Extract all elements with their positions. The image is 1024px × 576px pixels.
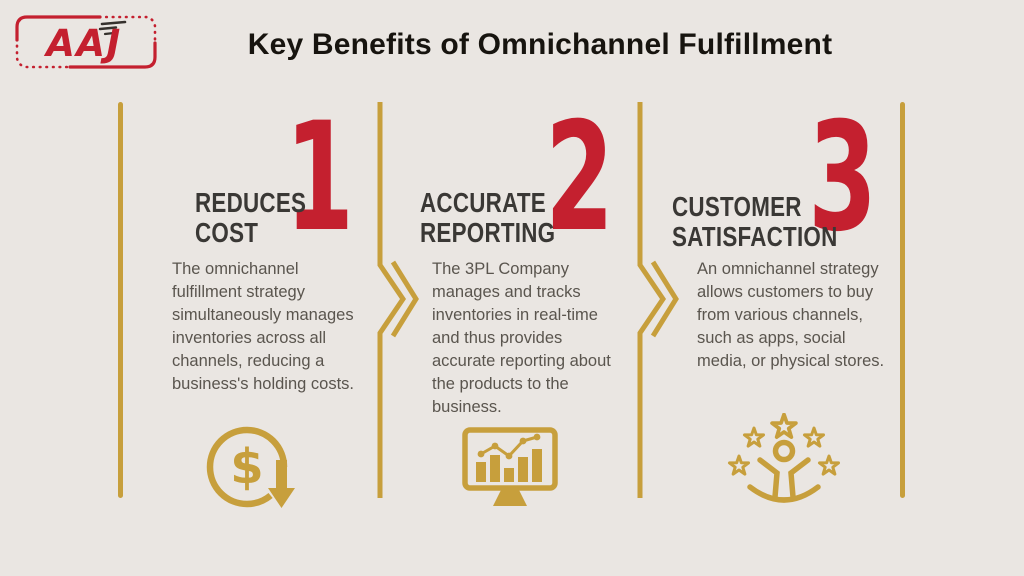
benefit-title: CUSTOMER SATISFACTION	[672, 191, 838, 252]
benefit-title: REDUCES COST	[195, 187, 307, 248]
benefit-description: The 3PL Company manages and tracks inven…	[432, 260, 611, 416]
chevron-divider-2	[637, 102, 679, 498]
benefit-number: 3	[808, 91, 877, 265]
benefit-description: An omnichannel strategy allows customers…	[697, 260, 885, 370]
logo-border-top-left	[15, 15, 102, 42]
down-arrow-icon	[268, 460, 295, 508]
benefit-title: ACCURATE REPORTING	[420, 187, 556, 248]
customer-stars-icon	[724, 412, 844, 518]
monitor-stand	[493, 490, 527, 506]
dollar-decrease-icon: $	[200, 420, 300, 521]
logo-border-bottom-right	[68, 41, 157, 69]
aaj-logo: AAJ	[15, 15, 157, 69]
benefit-column-customer-satisfaction: 3 CUSTOMER SATISFACTION An omnichannel s…	[640, 100, 903, 520]
happy-person-icon	[746, 439, 821, 503]
benefit-column-accurate-reporting: 2 ACCURATE REPORTING The 3PL Company man…	[380, 100, 640, 520]
trend-line-icon	[477, 433, 541, 460]
benefit-number: 2	[545, 91, 614, 265]
bar-chart-icon	[476, 449, 542, 482]
dollar-symbol: $	[230, 439, 263, 495]
logo-text: AAJ	[43, 22, 122, 65]
page-title: Key Benefits of Omnichannel Fulfillment	[247, 28, 833, 61]
benefit-column-reduces-cost: 1 REDUCES COST The omnichannel fulfillme…	[120, 100, 380, 520]
logo-speed-lines-icon	[98, 20, 127, 36]
benefit-description: The omnichannel fulfillment strategy sim…	[172, 260, 354, 393]
right-border-line	[900, 102, 905, 498]
left-border-line	[118, 102, 123, 498]
benefit-number: 1	[285, 91, 354, 265]
chevron-divider-1	[377, 102, 419, 498]
analytics-monitor-icon	[460, 426, 560, 513]
